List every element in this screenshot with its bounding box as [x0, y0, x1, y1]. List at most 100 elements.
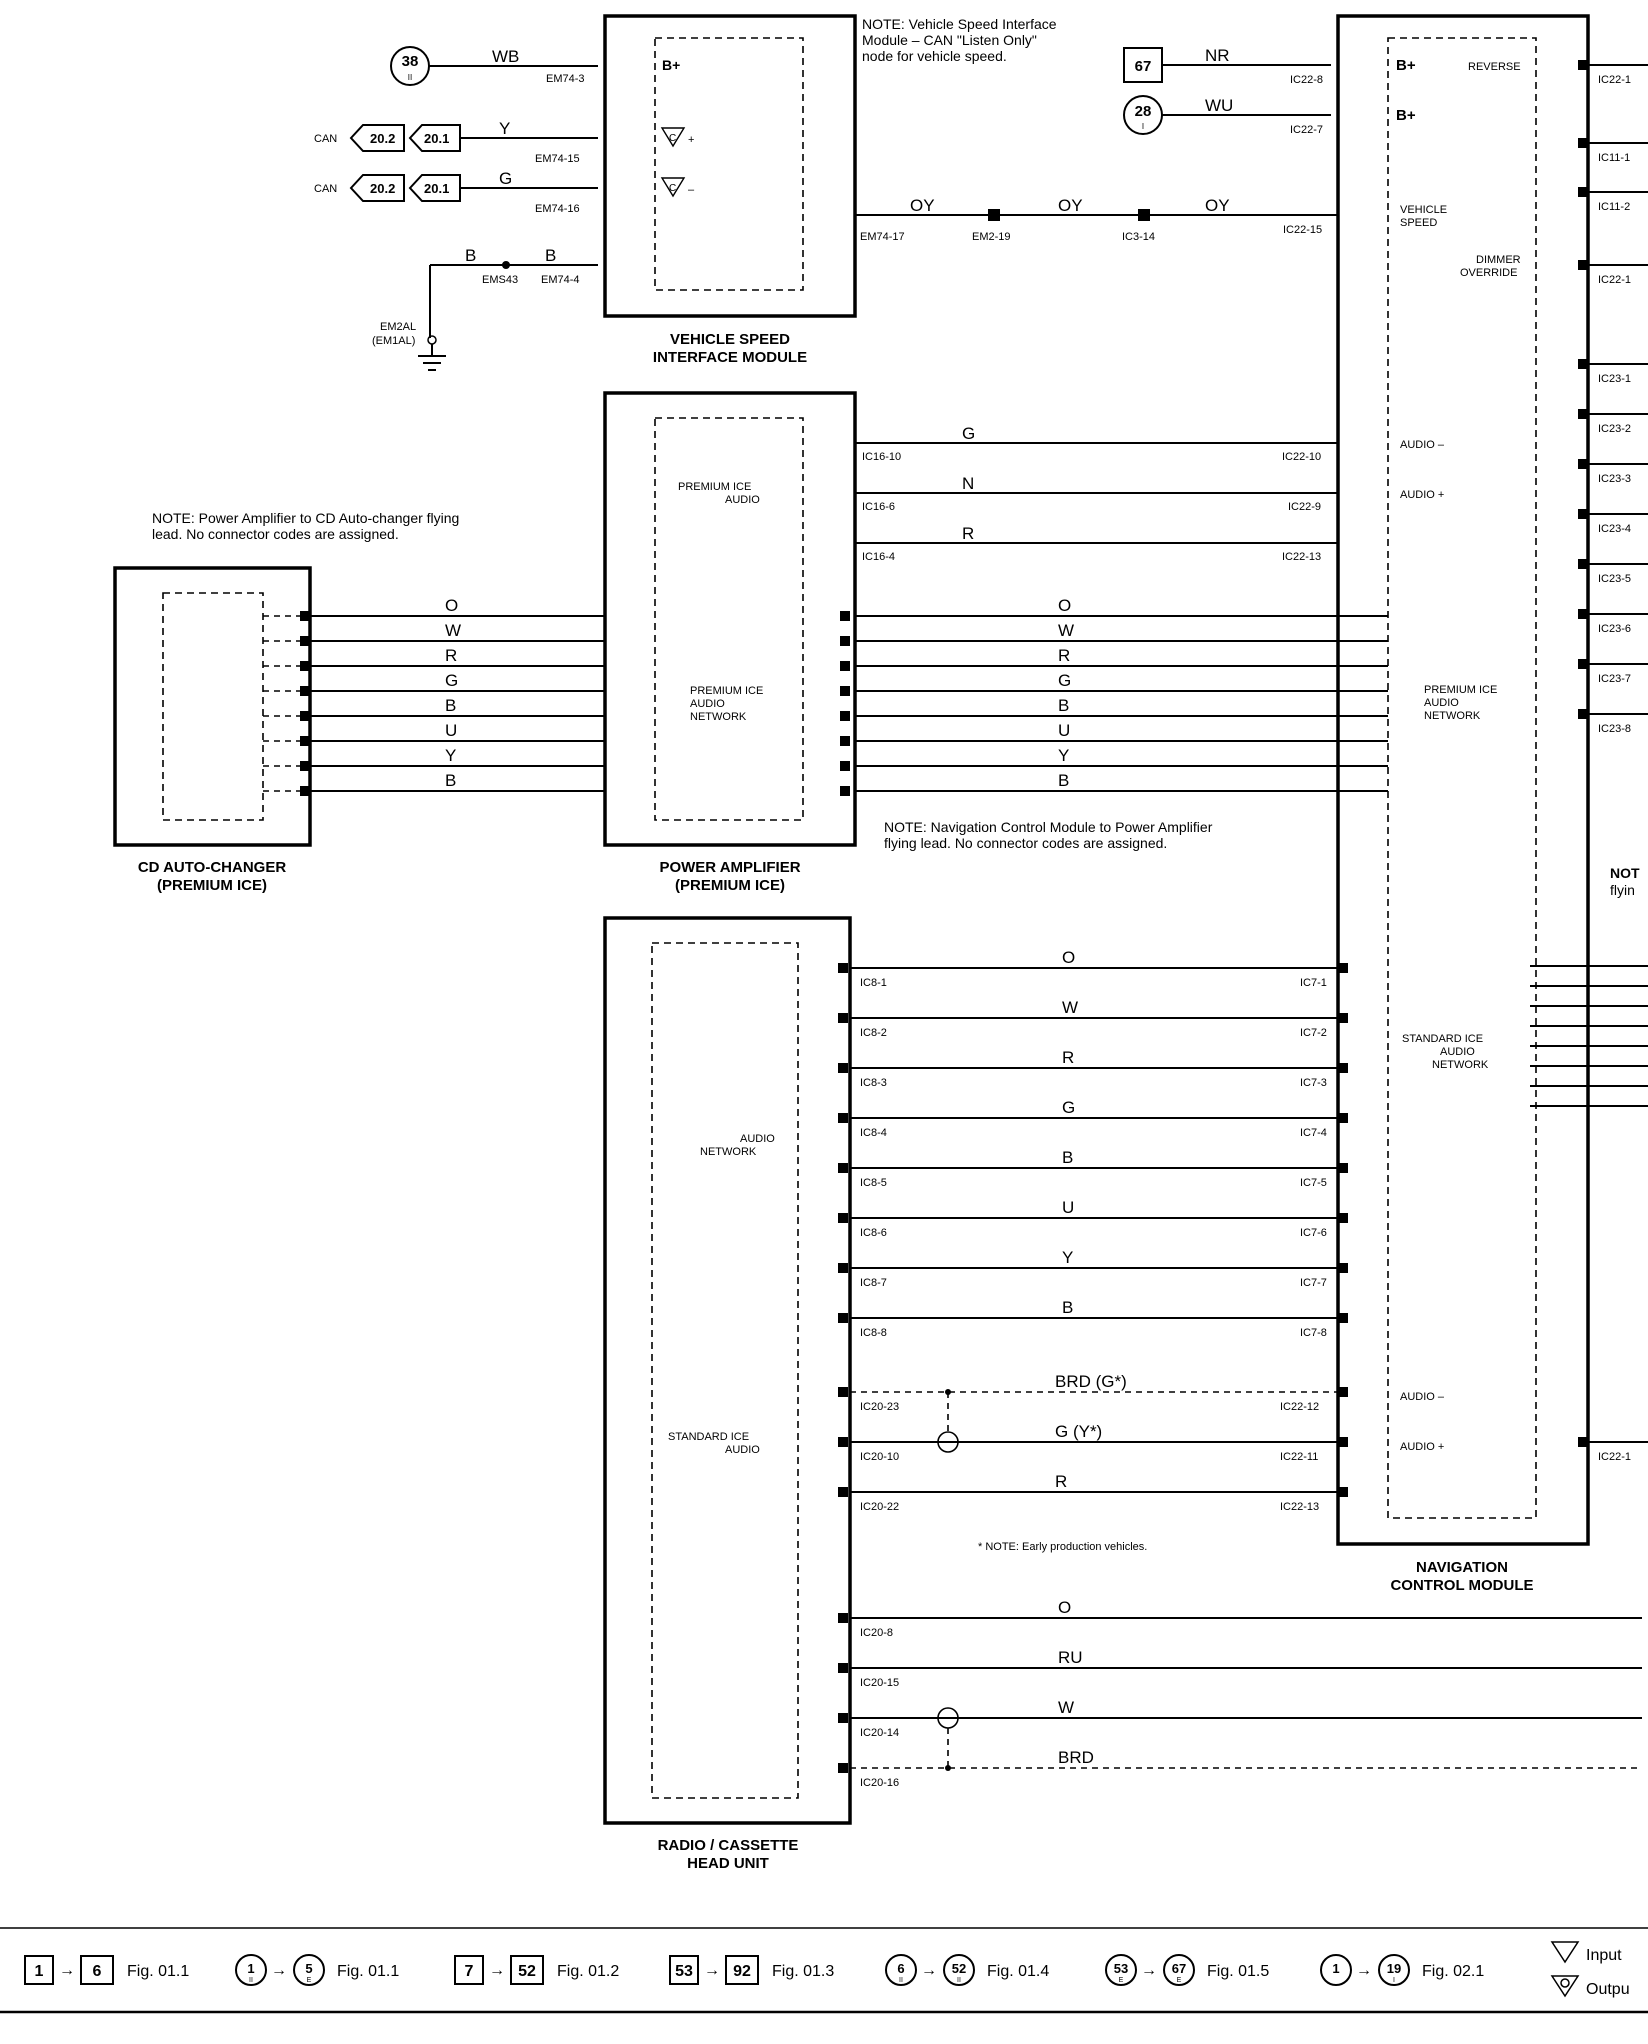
svg-text:20.2: 20.2	[370, 181, 395, 196]
svg-text:6: 6	[93, 1963, 102, 1980]
svg-text:19: 19	[1387, 1961, 1401, 1976]
svg-text:EM74-15: EM74-15	[535, 153, 580, 165]
svg-text:NETWORK: NETWORK	[690, 711, 747, 723]
vsim-input-wires: 38 II WB EM74-3 CAN 20.2 20.1 Y EM74-15 …	[314, 46, 598, 371]
cd-network-wire-label: U	[445, 721, 457, 740]
svg-text:–: –	[688, 184, 695, 196]
svg-text:RADIO / CASSETTE: RADIO / CASSETTE	[658, 1837, 799, 1854]
svg-text:IC22-10: IC22-10	[1282, 451, 1321, 463]
svg-text:REVERSE: REVERSE	[1468, 61, 1521, 73]
can-label: CAN	[314, 133, 337, 145]
cd-network-wire-label: G	[445, 671, 458, 690]
svg-text:AUDIO: AUDIO	[690, 698, 725, 710]
cut-off-note: NOT flyin	[1610, 865, 1640, 898]
standard-network-wire-label: B	[1062, 1298, 1073, 1317]
svg-text:67: 67	[1172, 1961, 1186, 1976]
svg-text:E: E	[307, 1977, 312, 1984]
svg-text:28: 28	[1135, 103, 1152, 120]
svg-text:7: 7	[465, 1963, 474, 1980]
svg-text:flyin: flyin	[1610, 882, 1635, 898]
nav-connector-code: IC7-4	[1300, 1127, 1327, 1139]
svg-text:AUDIO –: AUDIO –	[1400, 439, 1445, 451]
radio-output-wire-label: BRD	[1058, 1748, 1094, 1767]
nav-right-connector-code: IC23-8	[1598, 723, 1631, 735]
radio-connector-code: IC20-22	[860, 1501, 899, 1513]
svg-text:EM2AL: EM2AL	[380, 321, 416, 333]
svg-text:Fig. 01.5: Fig. 01.5	[1207, 1963, 1269, 1980]
svg-text:→: →	[1356, 1962, 1372, 1979]
nav-right-connector-code: IC23-6	[1598, 623, 1631, 635]
svg-text:AUDIO –: AUDIO –	[1400, 1391, 1445, 1403]
svg-text:IC3-14: IC3-14	[1122, 231, 1155, 243]
svg-text:* NOTE: Early production vehic: * NOTE: Early production vehicles.	[978, 1541, 1147, 1553]
radio-connector-code: IC8-2	[860, 1027, 887, 1039]
svg-text:AUDIO +: AUDIO +	[1400, 489, 1444, 501]
nav-connector-code: IC22-11	[1280, 1451, 1318, 1463]
svg-text:AUDIO: AUDIO	[725, 494, 760, 506]
wire-y: Y	[499, 119, 510, 138]
standard-network-wire-label: Y	[1062, 1248, 1073, 1267]
premium-network-wire-label: W	[1058, 621, 1074, 640]
svg-text:→: →	[489, 1962, 505, 1979]
svg-text:1: 1	[35, 1963, 44, 1980]
svg-text:AUDIO: AUDIO	[725, 1444, 760, 1456]
svg-text:NAVIGATION: NAVIGATION	[1416, 1559, 1508, 1576]
svg-text:C: C	[669, 183, 676, 194]
svg-text:67: 67	[1135, 58, 1152, 75]
svg-text:20.1: 20.1	[424, 131, 449, 146]
svg-text:C: C	[669, 133, 676, 144]
svg-text:Fig. 01.3: Fig. 01.3	[772, 1963, 834, 1980]
svg-text:G: G	[962, 424, 975, 443]
svg-text:HEAD UNIT: HEAD UNIT	[687, 1855, 769, 1872]
svg-text:flying lead. No connector cod: flying lead. No connector codes are assi…	[884, 835, 1167, 851]
nav-right-connector-code: IC23-7	[1598, 673, 1631, 685]
legend-io: Input Outpu	[1550, 1941, 1630, 1998]
svg-text:→: →	[704, 1962, 720, 1979]
nav-connector-code: IC7-7	[1300, 1277, 1327, 1289]
radio-output-wire-label: O	[1058, 1598, 1071, 1617]
can-input-icon: C –	[660, 177, 695, 198]
cd-network-wire-label: R	[445, 646, 457, 665]
svg-text:NOTE: Vehicle Speed Interface: NOTE: Vehicle Speed Interface	[862, 16, 1057, 32]
vehicle-speed-wire: OY OY OY EM74-17 EM2-19 IC3-14	[855, 196, 1338, 243]
svg-text:B: B	[545, 246, 556, 265]
svg-text:NETWORK: NETWORK	[700, 1146, 757, 1158]
svg-text:EM74-16: EM74-16	[535, 203, 580, 215]
svg-text:IC16-6: IC16-6	[862, 501, 895, 513]
svg-text:I: I	[1393, 1977, 1395, 1984]
nav-connector-code: IC7-6	[1300, 1227, 1327, 1239]
nav-right-connector-code: IC22-1	[1598, 1451, 1631, 1463]
svg-text:E: E	[1119, 1977, 1124, 1984]
svg-text:→: →	[271, 1962, 287, 1979]
svg-text:(PREMIUM ICE): (PREMIUM ICE)	[675, 877, 785, 894]
svg-text:20.2: 20.2	[370, 131, 395, 146]
vsim-title-1: VEHICLE SPEED	[670, 331, 790, 348]
nav-connector-code: IC7-2	[1300, 1027, 1327, 1039]
standard-network-wire-label: U	[1062, 1198, 1074, 1217]
svg-text:node for vehicle speed.: node for vehicle speed.	[862, 48, 1007, 64]
radio-output-wire-label: RU	[1058, 1648, 1083, 1667]
svg-text:NOTE: Navigation Control Modul: NOTE: Navigation Control Module to Power…	[884, 819, 1213, 835]
svg-text:CD AUTO-CHANGER: CD AUTO-CHANGER	[138, 859, 286, 876]
radio-connector-code: IC8-6	[860, 1227, 887, 1239]
cd-network-wire-label: Y	[445, 746, 456, 765]
wire-wb: WB	[492, 47, 519, 66]
svg-text:II: II	[957, 1977, 961, 1984]
radio-connector-code: IC8-4	[860, 1127, 887, 1139]
standard-audio-wire-label: G (Y*)	[1055, 1422, 1102, 1441]
svg-text:AUDIO +: AUDIO +	[1400, 1441, 1444, 1453]
svg-text:EM74-3: EM74-3	[546, 73, 585, 85]
svg-text:Fig. 01.1: Fig. 01.1	[127, 1963, 189, 1980]
radio-connector-code: IC8-3	[860, 1077, 887, 1089]
nav-connector-code: IC7-5	[1300, 1177, 1327, 1189]
power-amplifier: POWER AMPLIFIER (PREMIUM ICE) PREMIUM IC…	[603, 391, 901, 894]
svg-text:92: 92	[733, 1963, 751, 1980]
